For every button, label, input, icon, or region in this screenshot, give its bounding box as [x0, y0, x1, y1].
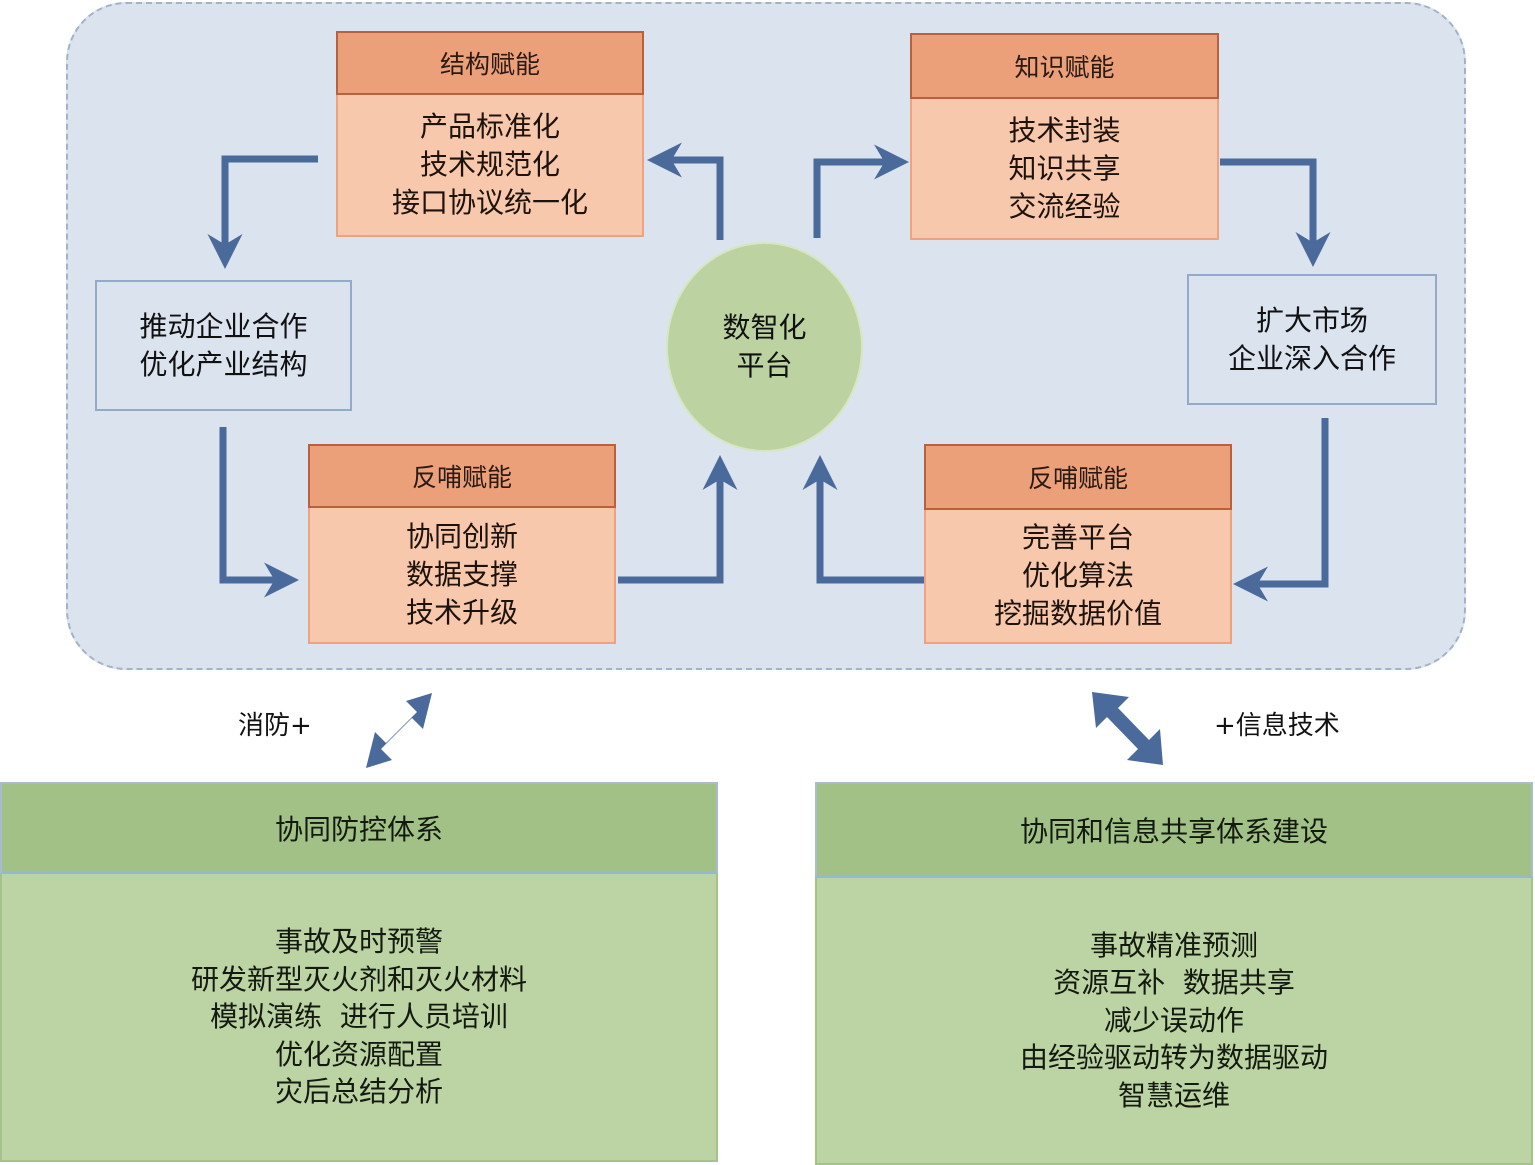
card-line: 技术封装: [1008, 113, 1121, 147]
arrow-structure-to-left-outcome: [207, 155, 318, 269]
arrow-right-outcome-to-feedback: [1233, 418, 1329, 602]
system-line: 资源互补 数据共享: [1053, 966, 1295, 1000]
outcome-line: 扩大市场: [1255, 303, 1368, 337]
system-title: 协同防控体系: [0, 782, 718, 874]
arrow-center-to-knowledge: [813, 144, 909, 238]
system-line: 由经验驱动转为数据驱动: [1019, 1041, 1328, 1075]
card-body: 技术封装 知识共享 交流经验: [910, 99, 1219, 240]
card-body: 产品标准化 技术规范化 接口协议统一化: [336, 95, 644, 237]
card-line: 产品标准化: [419, 110, 560, 143]
right-outcome-box: 扩大市场 企业深入合作: [1187, 274, 1437, 405]
feedback-empowerment-card-left: 反哺赋能 协同创新 数据支撑 技术升级: [308, 444, 616, 644]
structure-empowerment-card: 结构赋能 产品标准化 技术规范化 接口协议统一化: [336, 31, 644, 237]
card-body: 协同创新 数据支撑 技术升级: [308, 508, 616, 644]
card-line: 优化算法: [1021, 559, 1134, 592]
card-line: 协同创新: [405, 520, 518, 553]
double-arrow-left: [366, 693, 432, 768]
outcome-line: 优化产业结构: [139, 347, 308, 381]
left-outcome-box: 推动企业合作 优化产业结构: [95, 280, 352, 411]
card-title: 结构赋能: [336, 31, 644, 95]
center-line: 数智化: [722, 311, 807, 344]
card-line: 接口协议统一化: [391, 186, 588, 219]
arrow-left-outcome-to-feedback: [219, 427, 299, 598]
card-title: 反哺赋能: [924, 444, 1232, 510]
card-line: 技术规范化: [419, 148, 560, 181]
card-body: 完善平台 优化算法 挖掘数据价值: [924, 510, 1232, 644]
system-line: 减少误动作: [1103, 1003, 1244, 1037]
system-line: 灾后总结分析: [274, 1075, 443, 1109]
card-line: 技术升级: [405, 596, 518, 629]
information-tech-link-label: +信息技术: [1214, 711, 1340, 741]
fire-protection-link-label: 消防+: [238, 711, 312, 741]
system-body: 事故及时预警 研发新型灭火剂和灭火材料 模拟演练 进行人员培训 优化资源配置 灾…: [0, 874, 718, 1162]
arrow-feedback-left-to-center: [618, 455, 738, 584]
center-line: 平台: [736, 349, 793, 382]
card-title: 知识赋能: [910, 33, 1219, 99]
knowledge-empowerment-card: 知识赋能 技术封装 知识共享 交流经验: [910, 33, 1219, 240]
card-line: 知识共享: [1008, 151, 1121, 185]
arrow-center-to-structure: [647, 142, 724, 240]
card-line: 挖掘数据价值: [993, 597, 1162, 630]
card-line: 交流经验: [1008, 189, 1121, 223]
outcome-line: 推动企业合作: [139, 309, 308, 343]
system-line: 事故及时预警: [274, 925, 443, 959]
system-line: 智慧运维: [1117, 1078, 1230, 1112]
card-line: 数据支撑: [405, 558, 518, 591]
arrow-knowledge-to-right-outcome: [1220, 158, 1331, 267]
system-line: 模拟演练 进行人员培训: [210, 1000, 508, 1034]
system-line: 事故精准预测: [1089, 928, 1258, 962]
feedback-empowerment-card-right: 反哺赋能 完善平台 优化算法 挖掘数据价值: [924, 444, 1232, 644]
system-line: 优化资源配置: [274, 1037, 443, 1071]
collaboration-info-sharing-system: 协同和信息共享体系建设 事故精准预测 资源互补 数据共享 减少误动作 由经验驱动…: [815, 782, 1533, 1165]
system-body: 事故精准预测 资源互补 数据共享 减少误动作 由经验驱动转为数据驱动 智慧运维: [815, 878, 1533, 1165]
outcome-line: 企业深入合作: [1227, 341, 1396, 375]
system-line: 研发新型灭火剂和灭火材料: [190, 962, 527, 996]
card-title: 反哺赋能: [308, 444, 616, 508]
card-line: 完善平台: [1021, 521, 1134, 554]
system-title: 协同和信息共享体系建设: [815, 782, 1533, 878]
digital-intelligence-platform: 数智化 平台: [666, 242, 863, 452]
double-arrow-right: [1092, 692, 1163, 765]
arrow-feedback-right-to-center: [802, 455, 926, 584]
collaborative-prevention-system: 协同防控体系 事故及时预警 研发新型灭火剂和灭火材料 模拟演练 进行人员培训 优…: [0, 782, 718, 1162]
